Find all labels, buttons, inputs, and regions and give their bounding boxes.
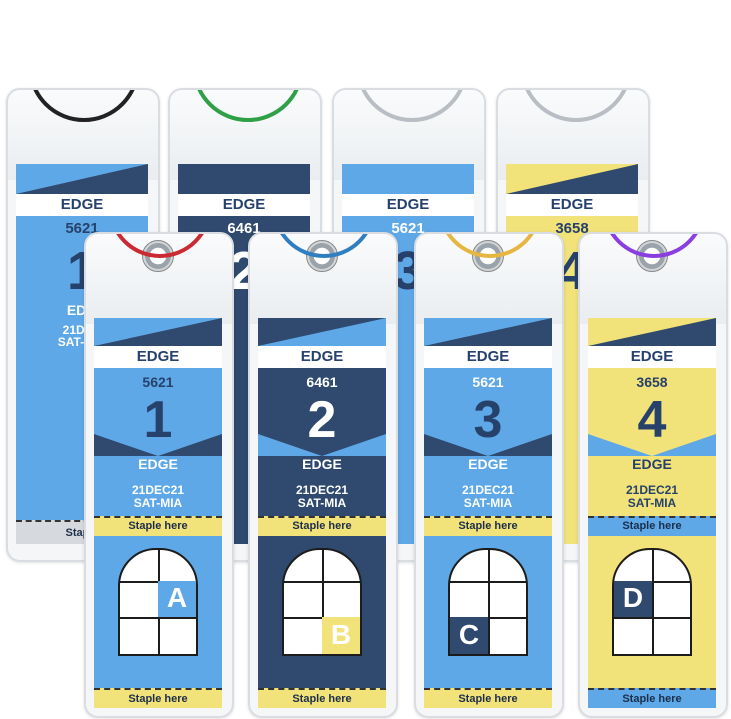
card: EDGE 6461 2 EDGE 21DEC21 SAT-MIA Staple … xyxy=(258,318,386,708)
door-divider xyxy=(450,616,526,619)
door-divider xyxy=(450,581,526,584)
staple-bottom: Staple here xyxy=(94,688,222,708)
cabin-letter: C xyxy=(450,616,488,654)
top-wedge xyxy=(424,318,552,346)
staple-bottom: Staple here xyxy=(588,688,716,708)
door-divider xyxy=(614,616,690,619)
back-tag-1: EDGE 5621 1 EDG 21DEC SAT-MIA Staple xyxy=(6,88,160,562)
stateroom-door: B xyxy=(282,548,362,656)
staple-top: Staple here xyxy=(424,516,552,536)
brand-band: EDGE xyxy=(342,194,474,216)
top-wedge xyxy=(16,164,148,194)
brand-band: EDGE xyxy=(178,194,310,216)
code: 6461 xyxy=(227,220,261,237)
brand-band: EDGE xyxy=(506,194,638,216)
code: 3658 xyxy=(636,374,668,390)
code: 5621 xyxy=(391,220,425,237)
card: EDGE 5621 3 EDGE 21DEC21 SAT-MIA Staple … xyxy=(424,318,552,708)
brand-band: EDGE xyxy=(16,194,148,216)
door-divider xyxy=(322,550,324,654)
front-tag-1: EDGE 5621 1 EDGE 21DEC21 SAT-MIA Staple … xyxy=(84,232,234,718)
stateroom-door: D xyxy=(612,548,692,656)
route: SAT-MIA xyxy=(133,496,183,510)
brand-band: EDGE xyxy=(424,346,552,368)
top-wedge xyxy=(588,318,716,346)
route: SAT-MIA xyxy=(297,496,347,510)
edge-label: EDGE xyxy=(302,456,342,472)
staple-bottom: Staple here xyxy=(258,688,386,708)
route: SAT-MIA xyxy=(463,496,513,510)
staple-top: Staple here xyxy=(94,516,222,536)
brand-band: EDGE xyxy=(258,346,386,368)
front-tag-4: EDGE 3658 4 EDGE 21DEC21 SAT-MIA Staple … xyxy=(578,232,728,718)
code: 5621 xyxy=(472,374,504,390)
front-tag-2: EDGE 6461 2 EDGE 21DEC21 SAT-MIA Staple … xyxy=(248,232,398,718)
route: SAT-MIA xyxy=(627,496,677,510)
staple-top: Staple here xyxy=(588,516,716,536)
door-divider xyxy=(120,616,196,619)
code: 5621 xyxy=(142,374,174,390)
staple-top: Staple here xyxy=(258,516,386,536)
door-divider xyxy=(652,550,654,654)
code: 3658 xyxy=(555,220,589,237)
door-divider xyxy=(614,581,690,584)
brand-band: EDGE xyxy=(94,346,222,368)
staple-bottom: Staple here xyxy=(424,688,552,708)
date: 21DEC21 xyxy=(131,483,185,497)
card: EDGE 3658 4 EDGE 21DEC21 SAT-MIA Staple … xyxy=(588,318,716,708)
edge-label: EDGE xyxy=(138,456,178,472)
stateroom-door: A xyxy=(118,548,198,656)
number: 3 xyxy=(473,391,503,449)
number: 4 xyxy=(637,391,667,449)
door-divider xyxy=(284,581,360,584)
edge-label: EDGE xyxy=(468,456,508,472)
date: 21DEC21 xyxy=(295,483,349,497)
top-wedge xyxy=(94,318,222,346)
top-wedge xyxy=(258,318,386,346)
number: 2 xyxy=(307,391,337,449)
code: 6461 xyxy=(306,374,338,390)
date: 21DEC21 xyxy=(461,483,515,497)
stateroom-door: C xyxy=(448,548,528,656)
top-wedge xyxy=(506,164,638,194)
cabin-letter: B xyxy=(322,616,360,654)
front-tag-3: EDGE 5621 3 EDGE 21DEC21 SAT-MIA Staple … xyxy=(414,232,564,718)
edge-label: EDGE xyxy=(632,456,672,472)
card: EDGE 5621 1 EDGE 21DEC21 SAT-MIA Staple … xyxy=(94,318,222,708)
cabin-letter: D xyxy=(614,581,652,617)
number: 1 xyxy=(143,391,173,449)
door-divider xyxy=(488,550,490,654)
date: 21DEC21 xyxy=(625,483,679,497)
cabin-letter: A xyxy=(158,581,196,617)
brand-band: EDGE xyxy=(588,346,716,368)
card: EDGE 5621 1 EDG 21DEC SAT-MIA Staple xyxy=(16,164,148,544)
